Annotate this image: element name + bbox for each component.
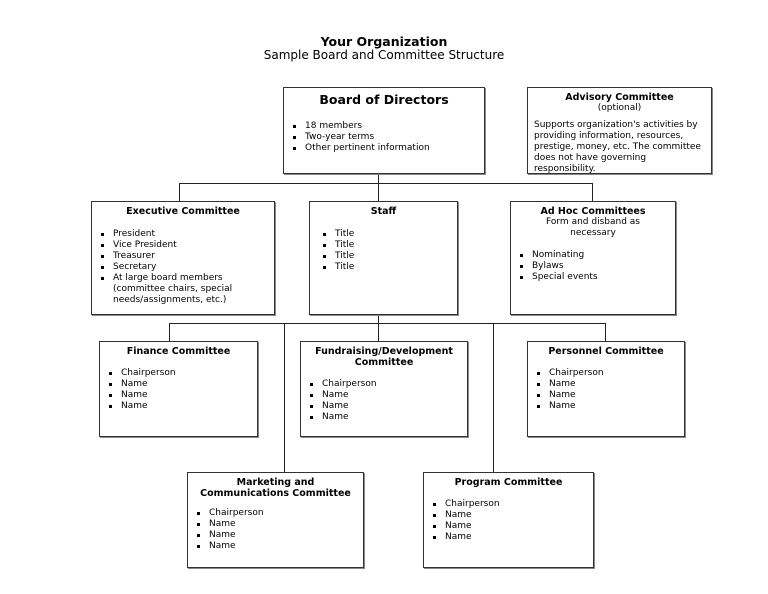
list-item: Name xyxy=(106,401,251,412)
list-item: Name xyxy=(307,412,461,423)
connector-board-down xyxy=(378,173,379,184)
marketing-title: Marketing and Communications Committee xyxy=(200,477,351,499)
finance-committee-box: Finance Committee Chairperson Name Name … xyxy=(99,341,258,437)
program-committee-box: Program Committee Chairperson Name Name … xyxy=(423,472,594,568)
executive-list: President Vice President Treasurer Secre… xyxy=(98,229,268,306)
list-item: Chairperson xyxy=(194,508,357,519)
list-item: Chairperson xyxy=(534,368,678,379)
connector-adhoc-drop xyxy=(592,183,593,201)
list-item: Title xyxy=(320,262,451,273)
list-item: Name xyxy=(194,530,357,541)
list-item: Name xyxy=(106,390,251,401)
advisory-committee-box: Advisory Committee (optional) Supports o… xyxy=(527,87,712,174)
list-item: President xyxy=(98,229,268,240)
list-item: Chairperson xyxy=(307,379,461,390)
list-item: Chairperson xyxy=(106,368,251,379)
connector-staff-drop xyxy=(378,183,379,201)
list-item: Chairperson xyxy=(430,499,587,510)
fundraising-committee-box: Fundraising/Development Committee Chairp… xyxy=(300,341,468,437)
list-item: Two-year terms xyxy=(290,132,478,143)
program-title: Program Committee xyxy=(454,477,563,488)
list-item: At large board members (committee chairs… xyxy=(98,273,268,306)
connector-personnel-drop xyxy=(605,323,606,341)
list-item: Nominating xyxy=(517,250,669,261)
connector-program-drop xyxy=(493,323,494,472)
list-item: Vice President xyxy=(98,240,268,251)
connector-fundraising-drop xyxy=(378,323,379,341)
list-item: Treasurer xyxy=(98,251,268,262)
connector-executive-drop xyxy=(179,183,180,201)
list-item: Name xyxy=(307,401,461,412)
list-item: 18 members xyxy=(290,121,478,132)
connector-finance-drop xyxy=(169,323,170,341)
list-item: Name xyxy=(534,390,678,401)
program-list: Chairperson Name Name Name xyxy=(430,499,587,543)
list-item: Title xyxy=(320,240,451,251)
list-item: Name xyxy=(194,541,357,552)
advisory-title: Advisory Committee xyxy=(565,92,674,103)
personnel-list: Chairperson Name Name Name xyxy=(534,368,678,412)
finance-title: Finance Committee xyxy=(126,346,231,357)
list-item: Name xyxy=(534,401,678,412)
list-item: Secretary xyxy=(98,262,268,273)
finance-list: Chairperson Name Name Name xyxy=(106,368,251,412)
list-item: Other pertinent information xyxy=(290,143,478,154)
executive-title: Executive Committee xyxy=(126,206,240,217)
ad-hoc-committees-box: Ad Hoc Committees Form and disband as ne… xyxy=(510,201,676,315)
board-of-directors-box: Board of Directors 18 members Two-year t… xyxy=(283,87,485,174)
executive-committee-box: Executive Committee President Vice Presi… xyxy=(91,201,275,315)
marketing-committee-box: Marketing and Communications Committee C… xyxy=(187,472,364,568)
list-item: Name xyxy=(106,379,251,390)
list-item: Name xyxy=(430,510,587,521)
fundraising-title: Fundraising/Development Committee xyxy=(315,346,453,368)
page-title: Your Organization xyxy=(320,34,448,49)
connector-staff-down xyxy=(378,315,379,324)
advisory-description: Supports organization's activities by pr… xyxy=(534,120,701,174)
staff-title: Staff xyxy=(370,206,397,217)
fundraising-list: Chairperson Name Name Name xyxy=(307,379,461,423)
list-item: Title xyxy=(320,251,451,262)
advisory-note: (optional) xyxy=(597,103,642,113)
personnel-title: Personnel Committee xyxy=(548,346,664,357)
adhoc-note: Form and disband as necessary xyxy=(546,217,640,238)
staff-list: Title Title Title Title xyxy=(320,229,451,273)
board-list: 18 members Two-year terms Other pertinen… xyxy=(290,121,478,154)
list-item: Bylaws xyxy=(517,261,669,272)
staff-box: Staff Title Title Title Title xyxy=(309,201,458,315)
list-item: Special events xyxy=(517,272,669,283)
list-item: Name xyxy=(194,519,357,530)
list-item: Title xyxy=(320,229,451,240)
list-item: Name xyxy=(307,390,461,401)
connector-marketing-drop xyxy=(284,323,285,472)
connector-tier1-horizontal xyxy=(179,183,593,184)
marketing-list: Chairperson Name Name Name xyxy=(194,508,357,552)
board-title: Board of Directors xyxy=(319,92,449,107)
list-item: Name xyxy=(430,532,587,543)
list-item: Name xyxy=(430,521,587,532)
connector-tier2-horizontal xyxy=(169,323,606,324)
page-subtitle: Sample Board and Committee Structure xyxy=(263,48,505,62)
list-item: Name xyxy=(534,379,678,390)
adhoc-title: Ad Hoc Committees xyxy=(540,206,646,217)
adhoc-list: Nominating Bylaws Special events xyxy=(517,250,669,283)
personnel-committee-box: Personnel Committee Chairperson Name Nam… xyxy=(527,341,685,437)
